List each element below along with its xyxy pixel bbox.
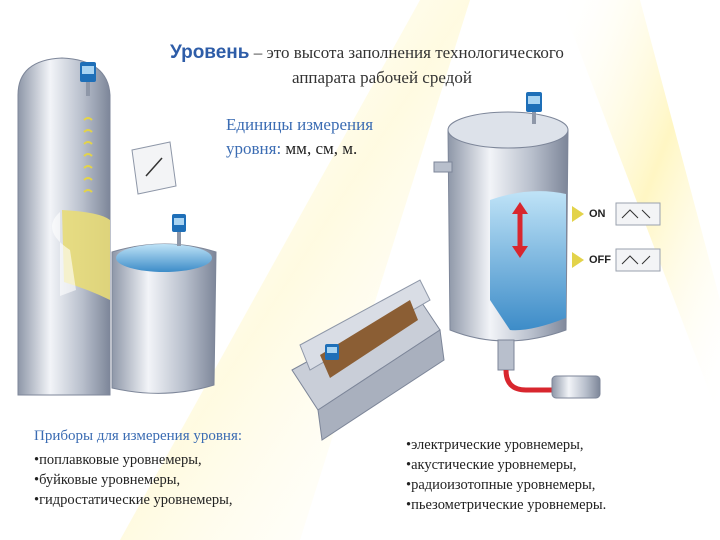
level-sensor-icon [80, 62, 96, 96]
instruments-heading: Приборы для измерения уровня: [34, 428, 243, 444]
title-keyword: Уровень [170, 42, 250, 63]
list-item: •буйковые уровнемеры, [34, 472, 181, 488]
units-heading: Единицы измерения [226, 115, 374, 134]
dial-gauge-icon [131, 141, 177, 195]
units-value: мм, см, м. [285, 139, 358, 158]
list-item: •поплавковые уровнемеры, [34, 452, 202, 468]
instruments-list-left: •поплавковые уровнемеры, •буйковые уровн… [34, 450, 233, 510]
level-sensor-icon [325, 344, 339, 360]
list-item: •электрические уровнемеры, [406, 437, 584, 453]
background-ray [120, 0, 470, 540]
wave-signal [83, 117, 93, 193]
title-line-2: аппарата рабочей средой [292, 68, 472, 87]
level-sensor-icon [172, 214, 186, 246]
level-switch-icon [572, 202, 661, 226]
level-sensor-icon [526, 92, 542, 124]
slide-title: Уровень – это высота заполнения технолог… [170, 42, 564, 64]
silo [17, 57, 111, 396]
flow-arrow-icon [512, 202, 528, 258]
list-item: •гидростатические уровнемеры, [34, 492, 233, 508]
list-item: •акустические уровнемеры, [406, 457, 577, 473]
vessel [433, 111, 601, 399]
switch-on-label: ON [589, 208, 606, 220]
list-item: •радиоизотопные уровнемеры, [406, 477, 596, 493]
instruments-list-right: •электрические уровнемеры, •акустические… [406, 435, 606, 515]
units-line: уровня: мм, см, м. [226, 139, 357, 159]
switch-off-label: OFF [589, 254, 611, 266]
level-switch-icon [572, 248, 661, 272]
title-rest: – это высота заполнения технологического [249, 43, 564, 62]
units-label: уровня: [226, 139, 286, 158]
small-tank [111, 243, 217, 394]
list-item: •пьезометрические уровнемеры. [406, 497, 607, 513]
